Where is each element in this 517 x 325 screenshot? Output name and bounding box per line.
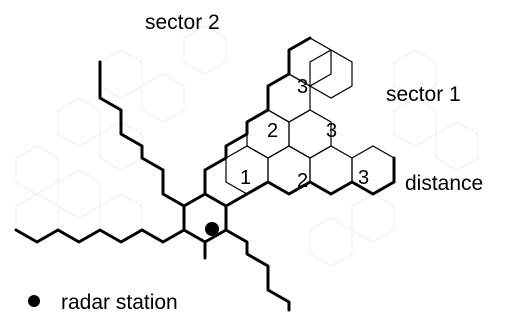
sector-3-boundary: [14, 228, 186, 244]
sector-boundaries: [14, 36, 396, 312]
cell-number: 1: [240, 167, 251, 189]
cell-number: 2: [267, 120, 278, 142]
cell-number: 3: [358, 167, 369, 189]
legend-dot: [28, 295, 40, 307]
sector-1-lower-boundary: [224, 180, 396, 208]
sector-2-label: sector 2: [145, 11, 220, 34]
background-hex-grid: [15, 25, 479, 267]
sector-4-boundary: [224, 228, 291, 312]
radar-hex: [182, 192, 228, 244]
radar-station-dot: [205, 222, 219, 236]
sector-1-label: sector 1: [386, 83, 461, 106]
cell-number: 3: [297, 76, 308, 98]
hex-cell: [288, 109, 332, 159]
cell-number: 3: [326, 120, 337, 142]
sector-1-upper-boundary: [203, 36, 312, 196]
distance-label: distance: [405, 172, 483, 195]
cell-number: 2: [297, 170, 308, 192]
legend-label: radar station: [61, 291, 178, 314]
sector-2-boundary: [98, 60, 186, 208]
